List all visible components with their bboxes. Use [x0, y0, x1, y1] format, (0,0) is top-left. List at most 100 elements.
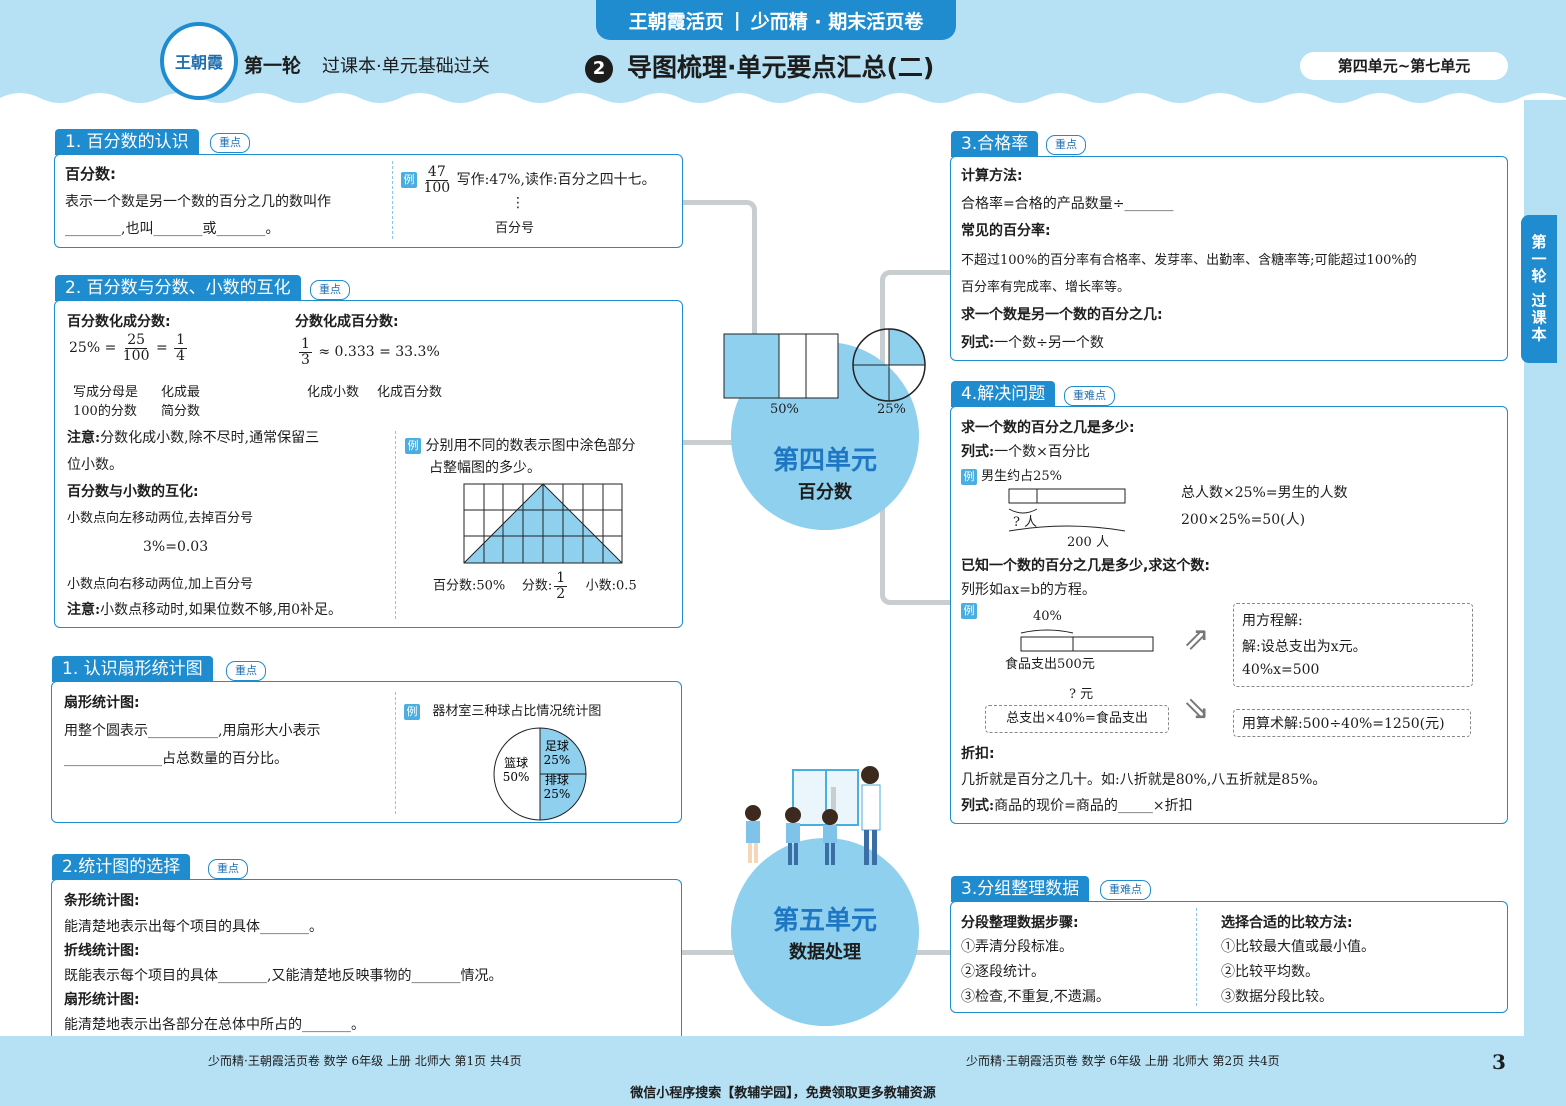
key-badge: 重点 [310, 280, 350, 300]
arrow-up-right-icon: ⇗ [1183, 619, 1210, 657]
s2-divider [395, 431, 396, 619]
s6-method-equation: 用方程解: 解:设总支出为x元。 40%x=500 [1233, 603, 1473, 687]
connector-top-left [682, 200, 757, 340]
s2-decimal-2: 小数点向右移动两位,加上百分号 [67, 577, 254, 592]
hard-badge: 重难点 [1100, 880, 1151, 900]
s5-line-3: 百分率有完成率、增长率等。 [961, 280, 1131, 295]
s6-bar-model-1 [1008, 488, 1126, 532]
s7-divider [1196, 908, 1197, 1006]
section-pie-intro: 扇形统计图: 用整个圆表示__________,用扇形大小表示 ________… [51, 681, 682, 823]
s2-note: 注意:分数化成小数,除不尽时,通常保留三 [67, 430, 320, 446]
s6-example-2: 例 [961, 603, 977, 619]
s3-divider [395, 692, 396, 814]
title-number: 2 [585, 55, 613, 83]
s6-heading-3: 折扣: [961, 746, 995, 762]
top-banner: 王朝霞活页 | 少而精 · 期末活页卷 [596, 0, 956, 40]
s6-ex2-relation: 总支出×40%=食品支出 [985, 705, 1169, 733]
title-text: 导图梳理·单元要点汇总(二) [627, 53, 935, 82]
s7-heading-2: 选择合适的比较方法: [1221, 915, 1353, 931]
pie-slice-3 [539, 773, 587, 821]
section-problem-solving-tag: 4.解决问题 [951, 381, 1056, 407]
s5-line-2: 不超过100%的百分率有合格率、发芽率、出勤率、含糖率等;可能超过100%的 [961, 253, 1417, 268]
s7-method-2: ②比较平均数。 [1221, 964, 1319, 980]
s2-note-2: 注意:小数点移动时,如果位数不够,用0补足。 [67, 602, 342, 618]
s6-bar-model-2 [1020, 629, 1154, 652]
key-badge: 重点 [226, 661, 266, 681]
s5-formula: 列式:一个数÷另一个数 [961, 335, 1104, 351]
s5-heading-3: 求一个数是另一个数的百分之几: [961, 307, 1163, 323]
s7-step-2: ②逐段统计。 [961, 964, 1045, 980]
example-icon: 例 [401, 172, 417, 189]
s7-method-1: ①比较最大值或最小值。 [1221, 939, 1375, 955]
s6-ex2-food: 食品支出500元 [1005, 657, 1095, 672]
s2-heading-3: 百分数与小数的互化: [67, 484, 199, 500]
s7-step-1: ①弄清分段标准。 [961, 939, 1073, 955]
unit-4-topic: 百分数 [798, 482, 852, 503]
s5-heading-1: 计算方法: [961, 168, 1023, 184]
pie-label-3-2: 25% [544, 787, 571, 801]
s7-step-3: ③检查,不重复,不遗漏。 [961, 989, 1110, 1005]
s3-line1: 用整个圆表示__________,用扇形大小表示 [64, 723, 321, 739]
arrow-down-right-icon: ⇘ [1183, 689, 1210, 727]
side-tab: 第一轮 过课本 [1521, 215, 1557, 363]
s1-line1: 表示一个数是另一个数的百分之几的数叫作 [65, 194, 331, 210]
s3-heading: 扇形统计图: [64, 695, 140, 711]
section-problem-solving: 求一个数的百分之几是多少: 列式:一个数×百分比 例 男生约占25% ? 人 2… [950, 406, 1508, 824]
rect-50-diagram [723, 333, 839, 399]
s2-note-1b: 100的分数 [73, 404, 137, 419]
s5-heading-2: 常见的百分率: [961, 223, 1051, 239]
pie-label-1-1: 篮球 [504, 755, 528, 770]
s2-note-2a: 化成最 [161, 385, 201, 400]
section-pie-intro-tag: 1. 认识扇形统计图 [52, 656, 213, 682]
triangle-grid-figure [463, 483, 623, 564]
pie-label-2-2: 25% [544, 753, 571, 767]
s4-line-1: 能清楚地表示出每个项目的具体_______。 [64, 919, 323, 935]
section-conversion-tag: 2. 百分数与分数、小数的互化 [55, 275, 301, 301]
example-icon: 例 [961, 468, 977, 485]
s2-note-2b: 简分数 [161, 404, 201, 419]
pie-label-2-1: 足球 [545, 739, 569, 753]
section-chart-choice: 条形统计图: 能清楚地表示出每个项目的具体_______。 折线统计图: 既能表… [51, 879, 682, 1041]
banner-brand: 王朝霞活页 [628, 10, 724, 33]
key-badge: 重点 [208, 859, 248, 879]
s3-example: 例 器材室三种球占比情况统计图 [404, 700, 601, 720]
unit-5-circle: 第五单元 数据处理 [731, 838, 919, 1026]
classroom-illustration [745, 766, 881, 865]
section-chart-choice-tag: 2.统计图的选择 [52, 854, 191, 880]
rect-label: 50% [770, 402, 799, 417]
circle-25-diagram [852, 328, 926, 402]
example-icon: 例 [961, 603, 977, 619]
unit-5-name: 第五单元 [772, 906, 877, 936]
hard-badge: 重难点 [1064, 386, 1115, 406]
s6-formula-1: 列式:一个数×百分比 [961, 444, 1090, 460]
s6-ex1-eq2: 200×25%=50(人) [1181, 512, 1306, 528]
circle-label: 25% [877, 402, 906, 417]
s2-example-line-1: 例 分别用不同的数表示图中涂色部分 [405, 435, 635, 455]
s1-divider [392, 161, 393, 239]
section-grouping-data: 分段整理数据步骤: ①弄清分段标准。 ②逐段统计。 ③检查,不重复,不遗漏。 选… [950, 901, 1508, 1013]
s4-heading-2: 折线统计图: [64, 943, 140, 959]
s1-line2: ________,也叫_______或_______。 [65, 221, 280, 237]
s5-line-1: 合格率=合格的产品数量÷_______ [961, 196, 1174, 212]
round-title: 第一轮 [244, 55, 302, 77]
s2-decimal-eq: 3%=0.03 [143, 539, 209, 555]
s2-note-1a: 写成分母是 [73, 385, 139, 400]
s6-formula-3: 列式:商品的现价=商品的_____×折扣 [961, 798, 1193, 814]
pie-label-3-1: 排球 [545, 773, 569, 787]
wechat-promo: 微信小程序搜索【教辅学园】，免费领取更多教辅资源 [630, 1086, 936, 1101]
connector-left-mid [682, 440, 737, 455]
key-badge: 重点 [1046, 135, 1086, 155]
s6-method-1-line-2: 40%x=500 [1242, 662, 1320, 678]
s2-note-4: 化成百分数 [377, 385, 443, 400]
s2-note-3: 化成小数 [307, 385, 360, 400]
unit-5-topic: 数据处理 [789, 942, 861, 963]
banner-divider: | [733, 9, 741, 31]
s6-heading-2: 已知一个数的百分之几是多少,求这个数: [961, 558, 1210, 574]
s1-example-text: 写作:47%,读作:百分之四十七。 [456, 172, 656, 189]
s2-example-line-2: 占整幅图的多少。 [429, 460, 541, 476]
s6-example-1: 例 男生约占25% [961, 465, 1062, 485]
